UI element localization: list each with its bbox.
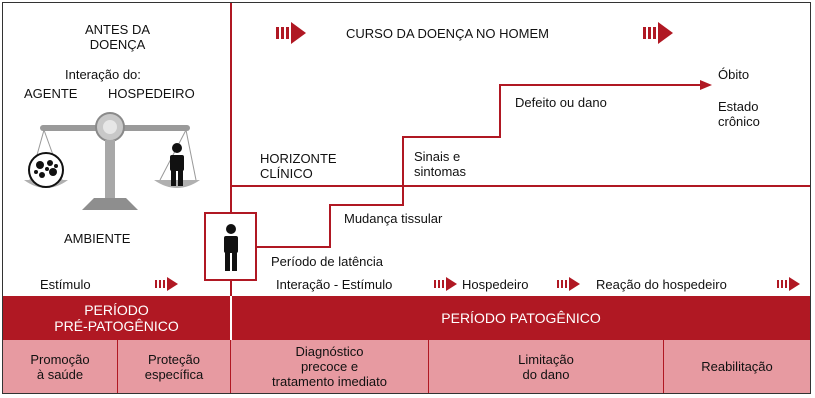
disease-course-title: CURSO DA DOENÇA NO HOMEM: [346, 26, 549, 41]
flow-step-3: Reação do hospedeiro: [596, 277, 727, 292]
pathogenic-band: PERÍODO PATOGÊNICO: [232, 296, 810, 340]
agent-label: AGENTE: [24, 86, 78, 101]
prevention-cell-health-promotion: Promoção à saúde: [3, 340, 118, 393]
flow-step-1: Interação - Estímulo: [276, 277, 393, 292]
prevention-label: Promoção à saúde: [30, 351, 90, 382]
chronic-state-label: Estado crônico: [718, 99, 760, 129]
prevention-label: Limitação do dano: [518, 351, 574, 382]
prevention-label: Proteção específica: [144, 351, 204, 382]
clinical-horizon-label: HORIZONTE CLÍNICO: [260, 151, 337, 181]
flow-arrow-3-icon: [777, 277, 800, 291]
prevention-cell-specific-protection: Proteção específica: [118, 340, 231, 393]
diagram-frame: [2, 2, 811, 394]
pathogenic-label: PERÍODO PATOGÊNICO: [441, 310, 601, 326]
band-separator: [230, 296, 232, 340]
tissue-change-label: Mudança tissular: [344, 211, 443, 226]
environment-label: AMBIENTE: [64, 231, 131, 246]
human-figure-icon: [224, 224, 238, 271]
prevention-cell-damage-limitation: Limitação do dano: [429, 340, 664, 393]
stimulus-label: Estímulo: [40, 277, 91, 292]
interaction-label: Interação do:: [65, 67, 141, 82]
host-person-icon: [170, 143, 184, 186]
defect-label: Defeito ou dano: [515, 95, 607, 110]
death-label: Óbito: [718, 67, 750, 82]
prevention-label: Diagnóstico precoce e tratamento imediat…: [272, 344, 387, 389]
flow-step-2: Hospedeiro: [462, 277, 529, 292]
flow-arrow-2-icon: [557, 277, 580, 291]
prevention-label: Reabilitação: [701, 359, 773, 374]
header-arrow-left-icon: [276, 22, 306, 44]
agent-petri-dish-icon: [28, 152, 64, 188]
before-disease-title: ANTES DA DOENÇA: [84, 22, 150, 52]
latency-period-label: Período de latência: [271, 254, 384, 269]
pre-pathogenic-label: PERÍODO PRÉ-PATOGÊNICO: [54, 302, 179, 334]
flow-arrow-1-icon: [434, 277, 457, 291]
death-arrow-head: [700, 80, 712, 90]
host-label: HOSPEDEIRO: [108, 86, 195, 101]
pre-pathogenic-band: PERÍODO PRÉ-PATOGÊNICO: [3, 296, 230, 340]
stimulus-arrow-icon: [155, 277, 178, 291]
prevention-cell-early-diagnosis: Diagnóstico precoce e tratamento imediat…: [231, 340, 429, 393]
header-arrow-right-icon: [643, 22, 673, 44]
disease-course-line: [255, 84, 700, 248]
prevention-cell-rehabilitation: Reabilitação: [664, 340, 810, 393]
signs-symptoms-label: Sinais e sintomas: [414, 149, 467, 179]
